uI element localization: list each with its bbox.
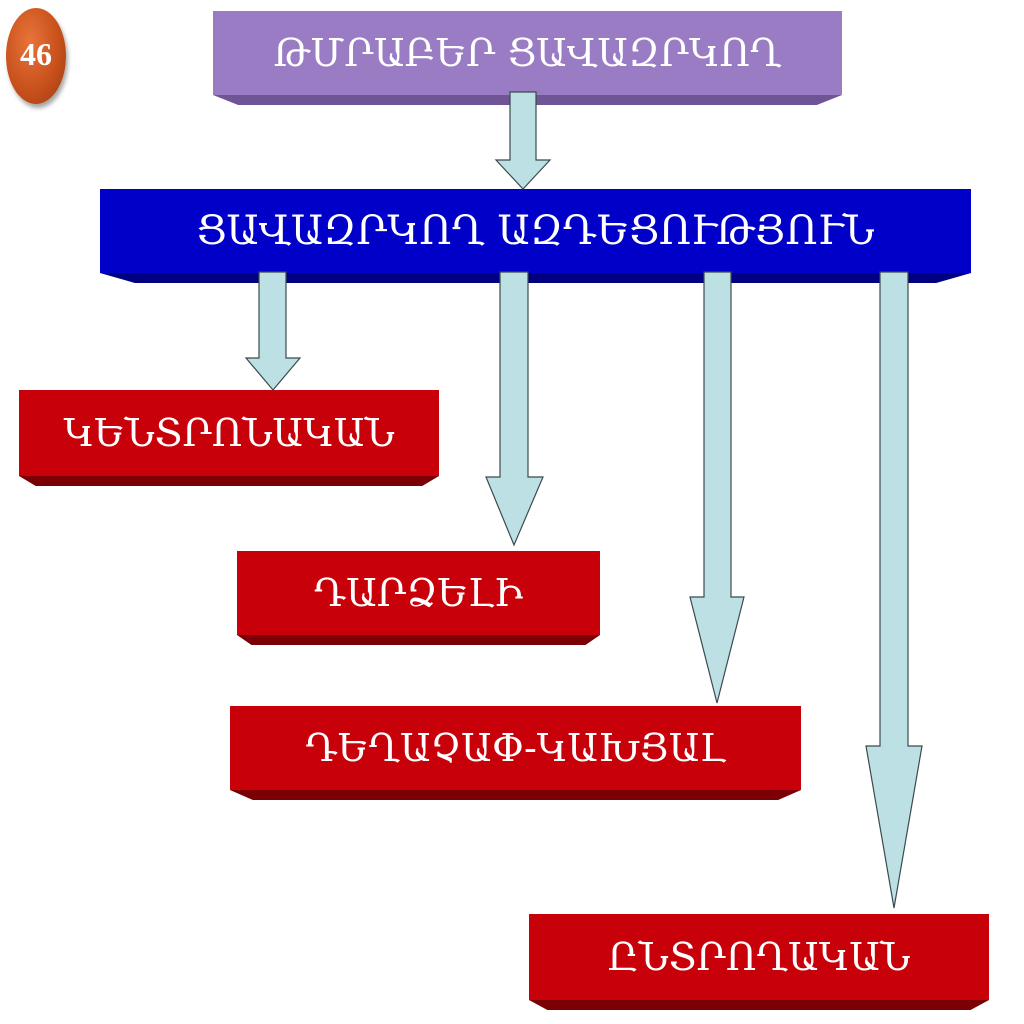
child-label: ԴԱՐՁԵԼԻ [313, 571, 524, 615]
slide-number: 46 [20, 36, 52, 72]
slide-number-badge: 46 [6, 8, 66, 104]
arrow-to-central [244, 271, 302, 391]
child-box-selective: ԸՆՏՐՈՂԱԿԱՆ [529, 914, 989, 1000]
root-label: ԹՄՐԱԲԵՐ ՑԱՎԱԶՐԿՈՂ [273, 31, 782, 75]
child-label: ԿԵՆՏՐՈՆԱԿԱՆ [63, 411, 395, 455]
child-box-reversible: ԴԱՐՁԵԼԻ [237, 551, 600, 635]
level1-box: ՑԱՎԱԶՐԿՈՂ ԱԶԴԵՑՈՒԹՅՈՒՆ [100, 189, 971, 273]
arrow-to-reversible [485, 271, 544, 547]
arrow-root-to-level1 [494, 91, 552, 190]
root-box: ԹՄՐԱԲԵՐ ՑԱՎԱԶՐԿՈՂ [213, 11, 842, 95]
child-box-central: ԿԵՆՏՐՈՆԱԿԱՆ [19, 390, 439, 476]
arrow-to-selective [865, 271, 923, 909]
arrow-to-dose-dependent [689, 271, 745, 704]
level1-label: ՑԱՎԱԶՐԿՈՂ ԱԶԴԵՑՈՒԹՅՈՒՆ [196, 208, 875, 254]
child-label: ԴԵՂԱՉԱՓ-ԿԱԽՅԱԼ [305, 726, 726, 770]
child-box-dose-dependent: ԴԵՂԱՉԱՓ-ԿԱԽՅԱԼ [230, 706, 801, 790]
child-label: ԸՆՏՐՈՂԱԿԱՆ [607, 935, 911, 979]
